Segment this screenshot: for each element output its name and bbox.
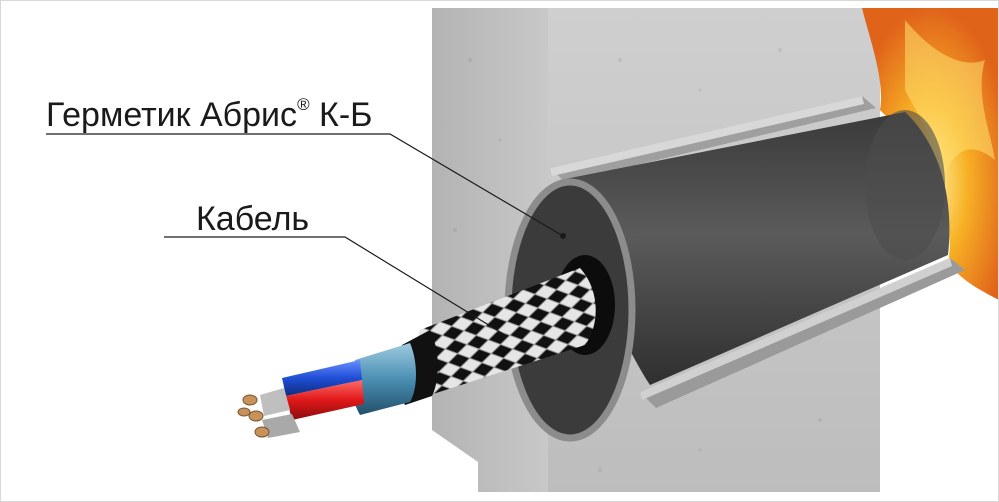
registered-mark: ®: [297, 95, 310, 114]
cable-name: Кабель: [196, 200, 309, 238]
sealant-name: Герметик Абрис: [46, 96, 297, 134]
label-sealant: Герметик Абрис® К-Б: [46, 98, 372, 132]
label-cable: Кабель: [196, 202, 309, 236]
foam-end-far: [865, 110, 945, 260]
sealant-suffix: К-Б: [310, 96, 373, 134]
leader-dot-sealant: [560, 233, 566, 239]
